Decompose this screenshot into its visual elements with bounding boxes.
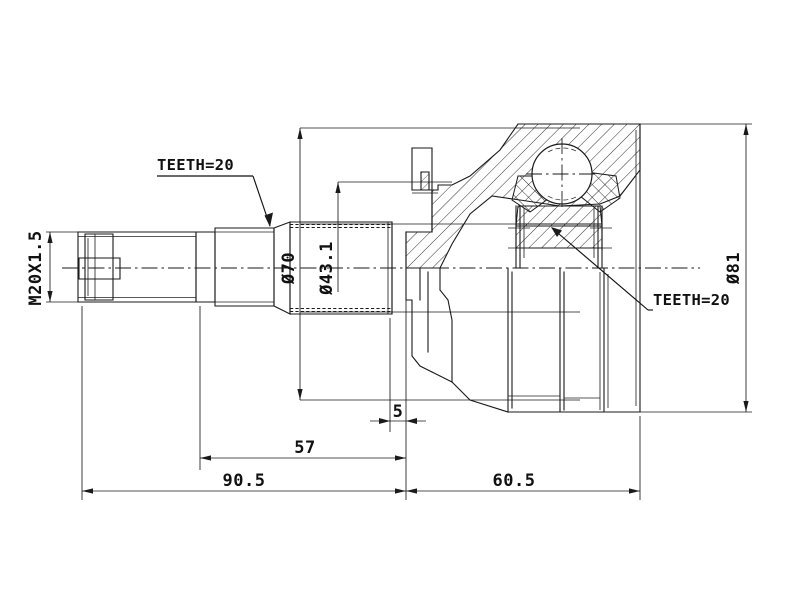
dimension-label-57: 57 — [294, 438, 315, 458]
dimension-diameter-81: Ø81 — [640, 123, 752, 413]
housing-lower-interior — [507, 267, 609, 413]
note-teeth-shaft: TEETH=20 — [157, 156, 273, 227]
dimension-length-60-5: 60.5 — [406, 471, 640, 494]
note-label-teeth-housing: TEETH=20 — [653, 291, 730, 309]
dimension-label-m20x1-5: M20X1.5 — [26, 230, 46, 305]
dimension-label-d81: Ø81 — [724, 252, 744, 285]
dimension-diameter-43-1: Ø43.1 — [317, 181, 452, 296]
splined-shaft — [273, 221, 393, 315]
dimension-label-d70: Ø70 — [279, 252, 299, 285]
dimension-label-5: 5 — [393, 402, 404, 422]
note-teeth-housing: TEETH=20 — [551, 227, 730, 311]
dimension-thread-m20: M20X1.5 — [26, 230, 86, 306]
inner-race-block — [515, 223, 603, 249]
dimension-length-5: 5 — [370, 402, 426, 424]
bottom-extension-lines — [81, 300, 641, 500]
dimension-diameter-70: Ø70 — [279, 127, 580, 401]
dimension-label-60-5: 60.5 — [493, 471, 536, 491]
ball-bearing-assembly — [508, 138, 621, 269]
dimension-label-90-5: 90.5 — [223, 471, 266, 491]
dimension-label-d43-1: Ø43.1 — [317, 241, 337, 296]
dimension-length-90-5: 90.5 — [82, 471, 406, 494]
dimension-length-57: 57 — [200, 438, 406, 461]
note-label-teeth-shaft: TEETH=20 — [157, 156, 234, 174]
